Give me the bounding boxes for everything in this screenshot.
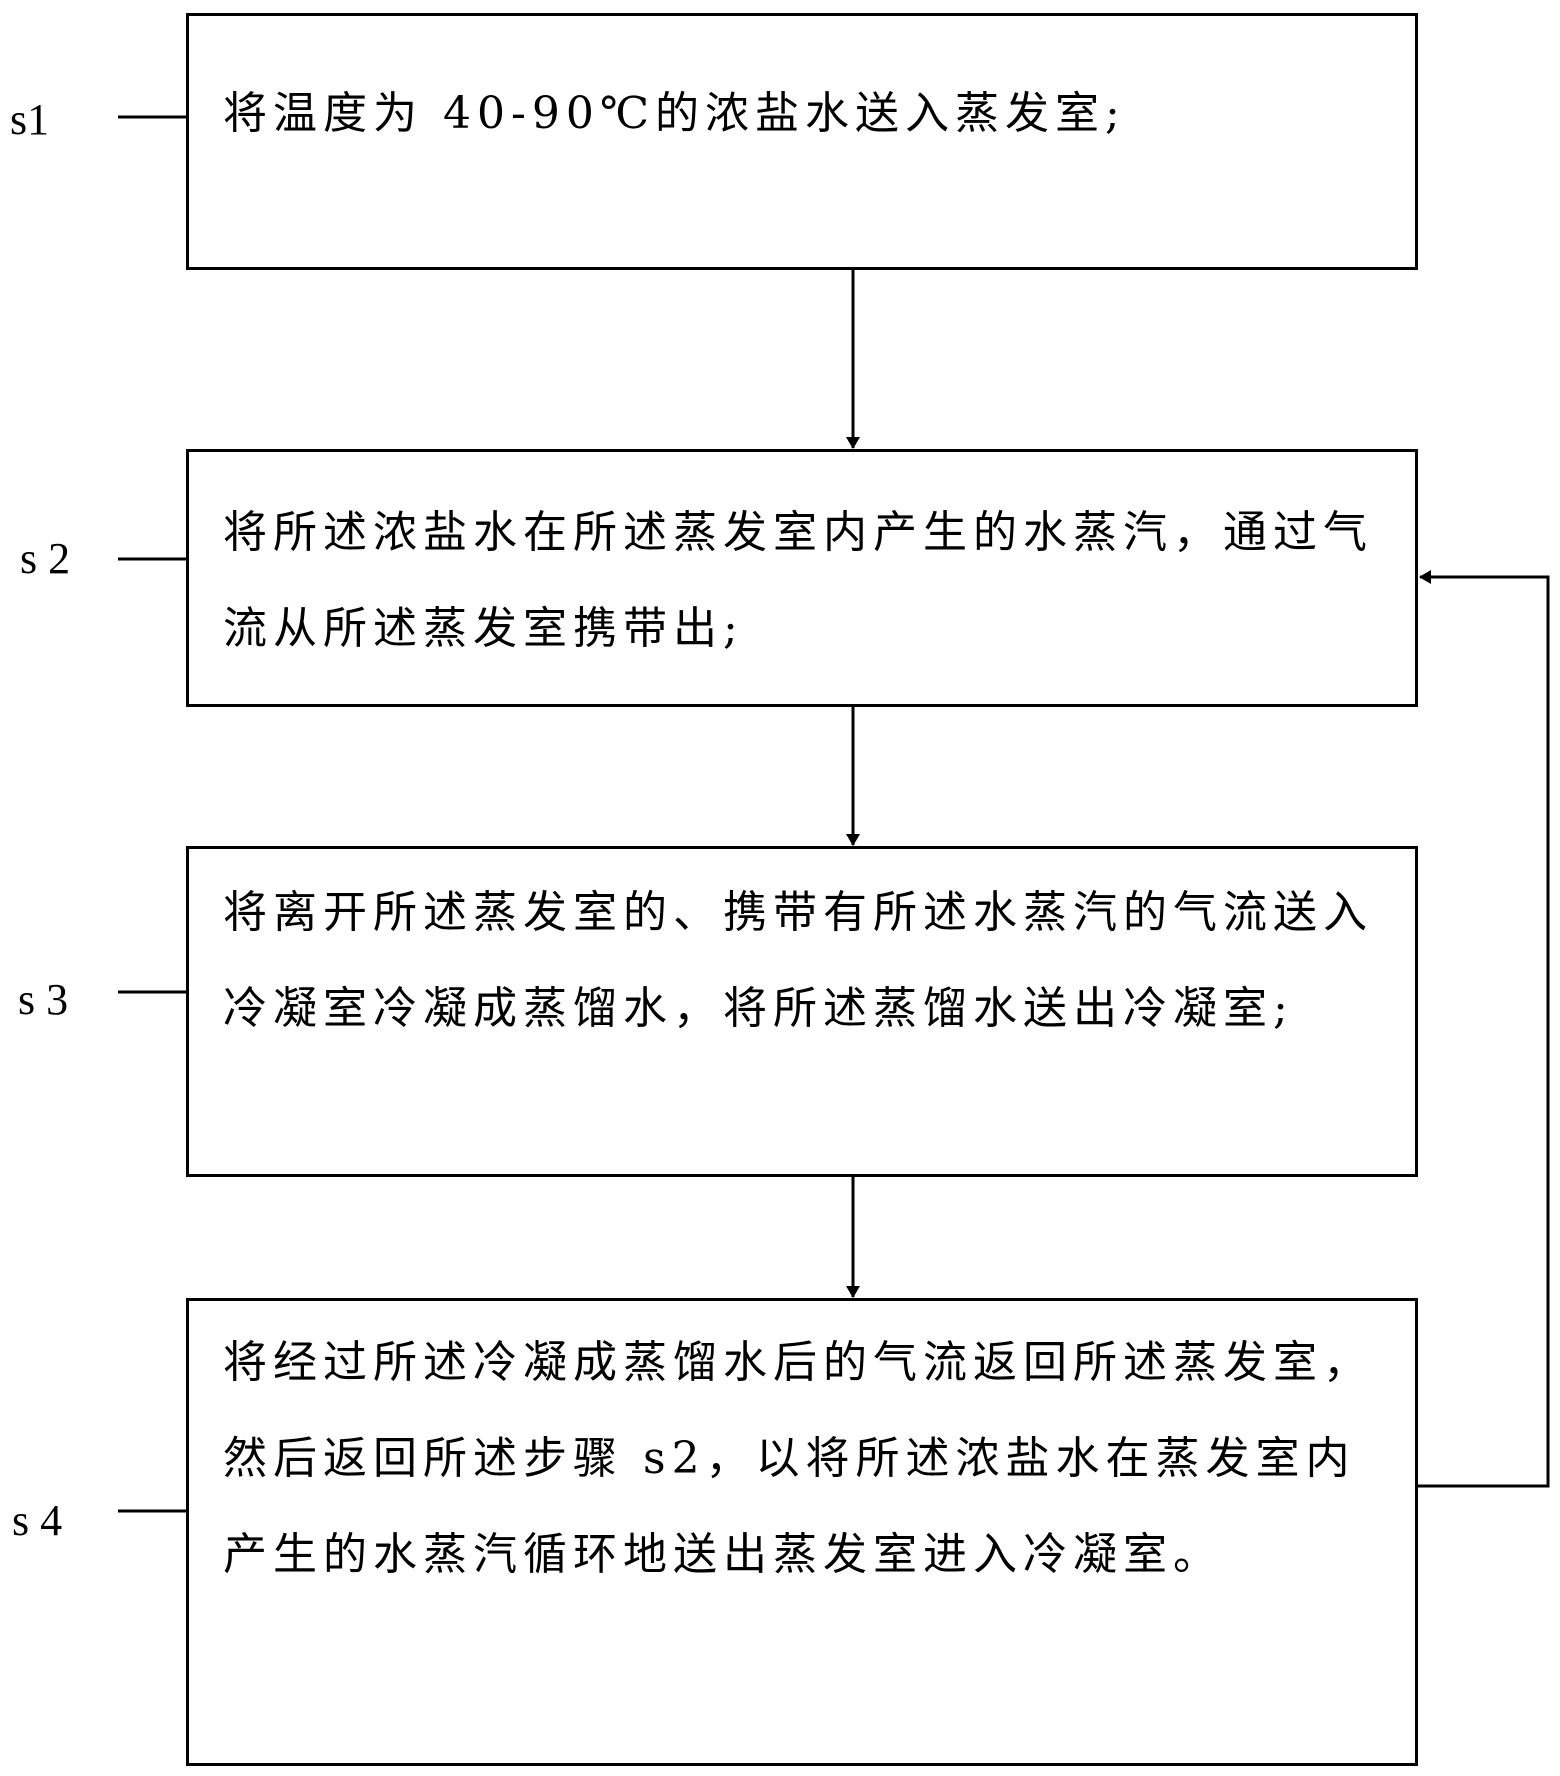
step-text-s1: 将温度为 40-90℃的浓盐水送入蒸发室;: [223, 88, 1126, 139]
step-text-s3: 将离开所述蒸发室的、携带有所述水蒸汽的气流送入冷凝室冷凝成蒸馏水，将所述蒸馏水送…: [223, 887, 1373, 1034]
step-label-s4: s 4: [12, 1496, 63, 1545]
step-box-s2: 将所述浓盐水在所述蒸发室内产生的水蒸汽，通过气流从所述蒸发室携带出;: [186, 449, 1418, 707]
step-box-s1: 将温度为 40-90℃的浓盐水送入蒸发室;: [186, 13, 1418, 270]
step-text-s4: 将经过所述冷凝成蒸馏水后的气流返回所述蒸发室，然后返回所述步骤 s2，以将所述浓…: [223, 1337, 1373, 1580]
step-label-s3: s 3: [18, 975, 69, 1024]
step-label-s2: s 2: [20, 534, 71, 583]
feedback-arrow-s4-to-s2: [1418, 570, 1550, 1488]
step-text-s2: 将所述浓盐水在所述蒸发室内产生的水蒸汽，通过气流从所述蒸发室携带出;: [223, 507, 1373, 654]
step-label-s1: s1: [10, 95, 50, 144]
step-box-s3: 将离开所述蒸发室的、携带有所述水蒸汽的气流送入冷凝室冷凝成蒸馏水，将所述蒸馏水送…: [186, 846, 1418, 1177]
step-box-s4: 将经过所述冷凝成蒸馏水后的气流返回所述蒸发室，然后返回所述步骤 s2，以将所述浓…: [186, 1298, 1418, 1766]
